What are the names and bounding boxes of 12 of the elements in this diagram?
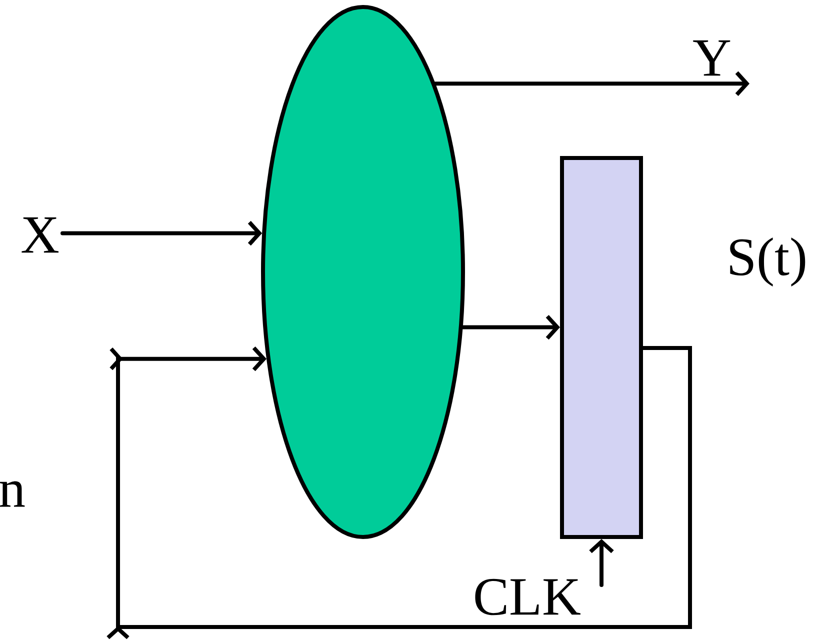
input-label: X bbox=[22, 217, 59, 253]
arrow bbox=[589, 539, 614, 587]
partial-letter: n bbox=[0, 481, 25, 507]
arrow bbox=[460, 314, 560, 340]
register-box bbox=[560, 156, 643, 539]
arrow bbox=[106, 346, 692, 640]
ellipse-shape bbox=[261, 5, 465, 539]
state-label: S(t) bbox=[730, 238, 806, 286]
clock-label: CLK bbox=[475, 578, 580, 616]
output-label: Y bbox=[693, 40, 730, 76]
arrow bbox=[60, 220, 262, 246]
arrow bbox=[433, 71, 750, 96]
